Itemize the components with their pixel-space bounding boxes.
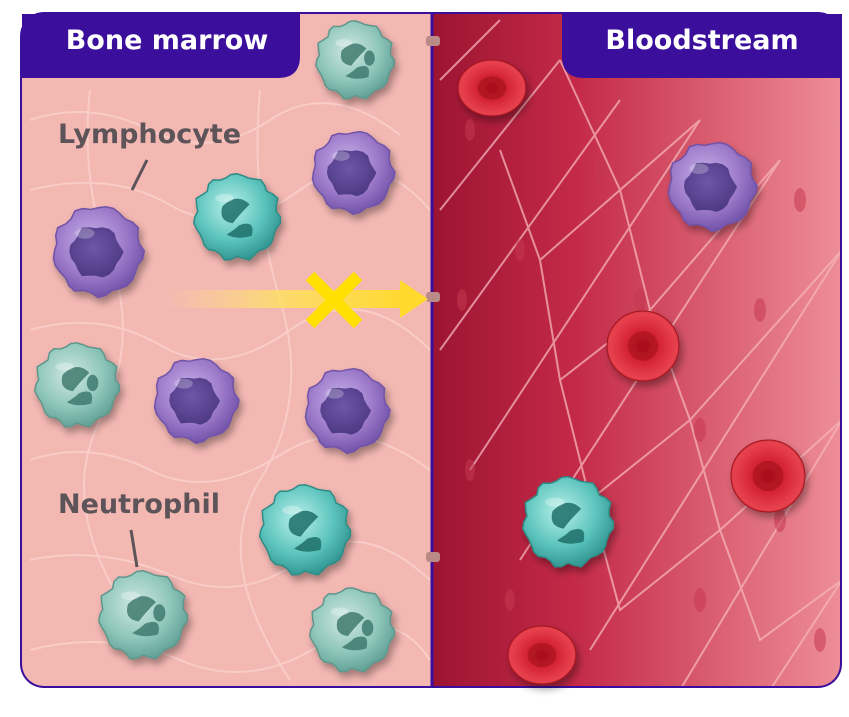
- lymphocyte-label: Lymphocyte: [58, 119, 241, 150]
- neutrophil-label: Neutrophil: [58, 489, 220, 520]
- lymphocyte-cell: [311, 130, 396, 216]
- lymphocyte-cell: [52, 205, 146, 299]
- bone-marrow-tab: [22, 14, 300, 78]
- neutrophil-cell: [315, 20, 396, 100]
- bloodstream-title: Bloodstream: [605, 25, 798, 56]
- neutrophil-cell: [193, 173, 282, 261]
- lymphocyte-cell: [667, 141, 759, 233]
- lymphocyte-leader-line: [130, 159, 149, 191]
- neutrophil-cell: [258, 484, 352, 576]
- lymphocyte-cell: [153, 357, 240, 445]
- neutrophil-cell: [34, 342, 121, 428]
- red-blood-cell-cell: [507, 625, 577, 685]
- neutrophil-cell: [98, 570, 189, 660]
- bone-marrow-title: Bone marrow: [66, 25, 269, 56]
- neutrophil-cell: [309, 587, 396, 673]
- blocked-x-icon: [305, 271, 363, 329]
- neutrophil-leader-line: [129, 529, 139, 568]
- vessel-wall-gaps: [426, 36, 440, 562]
- red-blood-cell-cell: [606, 310, 680, 382]
- lymphocyte-cell: [304, 367, 391, 455]
- endothelial-nuclei: [457, 119, 826, 652]
- red-blood-cell-cell: [457, 59, 527, 117]
- cell-layer: [34, 20, 806, 685]
- neutrophil-cell: [521, 476, 615, 568]
- bloodstream-tab: [562, 14, 842, 78]
- red-blood-cell-cell: [730, 439, 806, 513]
